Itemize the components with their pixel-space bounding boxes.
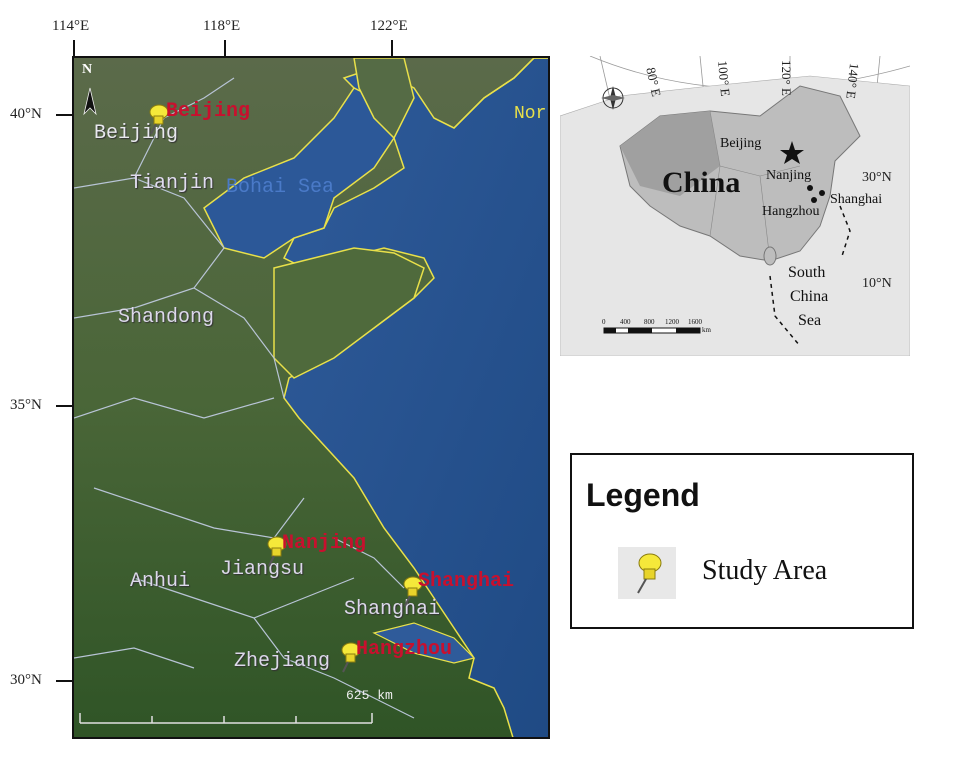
lat-tick-35: 35°N (10, 397, 42, 413)
inset-sea-line2: China (790, 288, 829, 305)
lon-tick-114: 114°E (52, 18, 90, 34)
pushpin-icon[interactable] (142, 102, 172, 136)
label-beijing-region: Beijing (94, 122, 179, 145)
legend-item-label: Study Area (702, 555, 828, 586)
inset-lat-10: 10°N (862, 276, 892, 291)
lat-tick-40: 40°N (10, 106, 42, 122)
legend-box: Legend Study Area (570, 453, 914, 629)
main-map-svg (74, 58, 548, 737)
lat-tick-30: 30°N (10, 672, 42, 688)
inset-lat-30: 30°N (862, 170, 892, 185)
inset-scale-tick-400: 400 (620, 318, 631, 326)
label-bohai-sea: Bohai Sea (226, 176, 335, 199)
scale-label: 625 km (346, 688, 393, 703)
lon-tick-122: 122°E (370, 18, 408, 34)
inset-sea-line3: Sea (798, 312, 822, 329)
inset-scale-tick-1600: 1600 (688, 318, 702, 326)
inset-city-shanghai: Shanghai (830, 192, 883, 207)
liaodong-peninsula (353, 58, 415, 140)
label-shanghai-region: Shanghai (344, 598, 441, 621)
label-anhui: Anhui (130, 570, 191, 593)
bohai-sea (203, 87, 395, 259)
inset-map-svg (560, 56, 910, 356)
inset-city-hangzhou: Hangzhou (762, 204, 820, 219)
shandong-peninsula (273, 247, 425, 379)
inset-scale-tick-1200: 1200 (665, 318, 679, 326)
province-boundaries (74, 77, 415, 719)
north-label: N (82, 62, 93, 77)
main-map[interactable]: N Beijing Tianjin Bohai Sea Shandong Anh… (72, 56, 550, 739)
city-label-shanghai: Shanghai (418, 570, 515, 593)
city-label-beijing: Beijing (166, 100, 251, 123)
inset-scale-tick-0: 0 (602, 318, 606, 326)
hangzhou-bay (372, 622, 476, 664)
pushpin-icon (618, 547, 676, 599)
lon-tick-118: 118°E (203, 18, 241, 34)
legend-title: Legend (586, 477, 700, 513)
inset-map[interactable]: 80° E 100° E 120° E 140° E 30°N 10°N Chi… (560, 56, 910, 356)
china-darker (620, 111, 720, 196)
label-tianjin: Tianjin (130, 172, 215, 195)
label-zhejiang: Zhejiang (234, 650, 331, 673)
inset-city-nanjing: Nanjing (766, 168, 812, 183)
pushpin-icon[interactable] (396, 574, 426, 608)
city-label-nanjing: Nanjing (282, 532, 367, 555)
inset-lon-120: 120° E (779, 60, 794, 96)
label-shandong: Shandong (118, 306, 215, 329)
inset-scale-unit: km (702, 326, 711, 334)
compass-rose-icon (601, 86, 625, 110)
inset-sea-line1: South (788, 264, 826, 281)
city-label-hangzhou: Hangzhou (356, 638, 453, 661)
hangzhou-dot (811, 197, 817, 203)
shanghai-dot (819, 190, 825, 196)
beijing-star-icon (780, 141, 804, 164)
pushpin-icon[interactable] (334, 640, 364, 674)
inset-lon-100: 100° E (715, 60, 734, 98)
inset-scale-bar (603, 327, 701, 334)
scale-bar (79, 713, 373, 724)
pushpin-icon[interactable] (260, 534, 290, 568)
inset-scale-tick-800: 800 (644, 318, 655, 326)
inset-country-label: China (662, 166, 741, 199)
label-nor: Nor (514, 104, 547, 124)
inset-city-beijing: Beijing (720, 136, 762, 151)
north-arrow-icon (83, 87, 97, 116)
label-jiangsu: Jiangsu (220, 558, 305, 581)
nanjing-dot (807, 185, 813, 191)
